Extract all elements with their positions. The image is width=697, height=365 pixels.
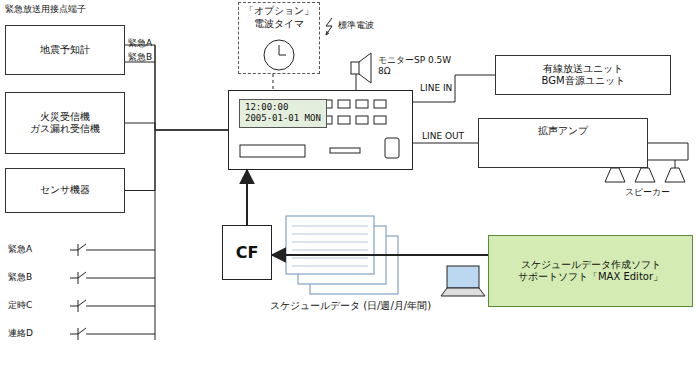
node-text: センサ機器 [40,184,90,197]
connector [246,170,248,225]
node-text: スケジュールデータ作成ソフト [521,259,661,272]
connector [413,143,478,144]
node-text: 12:00:00 [245,102,288,113]
label-text: 連絡D [8,328,33,339]
radio-wave-symbol [326,18,332,35]
laptop [441,266,485,296]
connector [125,130,228,191]
node-text: 「オプション」電波タイマ [244,5,314,30]
cf-card: CF [222,225,272,280]
option-timer: 「オプション」電波タイマ [238,2,320,74]
label-text: スピーカー [625,187,670,198]
label-text: スケジュールデータ (日/週/月/年間) [270,300,431,312]
connector [125,123,228,130]
label-text: 緊急A [8,244,32,255]
push-switch [70,244,155,340]
display-panel: 12:00:002005-01-01 MON [239,99,327,128]
node-text: 有線放送ユニット BGM音源ユニット [501,63,665,88]
label-text: 緊急放送用接点端子 [5,4,86,15]
node-text: 地震予知計 [40,44,90,57]
label-text: 定時C [8,300,32,311]
node-text: CF [236,243,259,263]
monitor-speaker [351,53,371,90]
radio-clock [264,40,294,70]
edge-label: LINE IN [418,83,454,93]
label-text: モニターSP 0.5W 8Ω [378,55,458,77]
connector [413,75,495,102]
amplifier-box: 拡声アンプ [478,118,648,168]
label-text: 緊急B [128,52,152,63]
node-text: 火災受信機 ガス漏れ受信機 [11,111,119,136]
device-box: 火災受信機 ガス漏れ受信機 [5,92,125,154]
node-text: 拡声アンプ [538,125,588,138]
connector [273,74,274,90]
edge-label: LINE OUT [420,131,466,141]
display-panel: CF [236,243,259,263]
device-box: 地震予知計 [5,25,125,75]
controller-box: 12:00:002005-01-01 MON [228,90,413,170]
unit-box: 有線放送ユニット BGM音源ユニット [495,55,671,95]
label-text: 緊急A [128,38,152,49]
node-text: サポートソフト「MAX Editor」 [518,271,663,284]
node-text: 2005-01-01 MON [245,113,321,124]
device-box: センサ機器 [5,168,125,213]
software-box: スケジュールデータ作成ソフトサポートソフト「MAX Editor」 [488,235,693,307]
connector [125,45,228,130]
device-panel [240,100,399,158]
connector [272,254,488,256]
label-text: 緊急B [8,272,32,283]
label-text: 標準電波 [338,20,374,31]
